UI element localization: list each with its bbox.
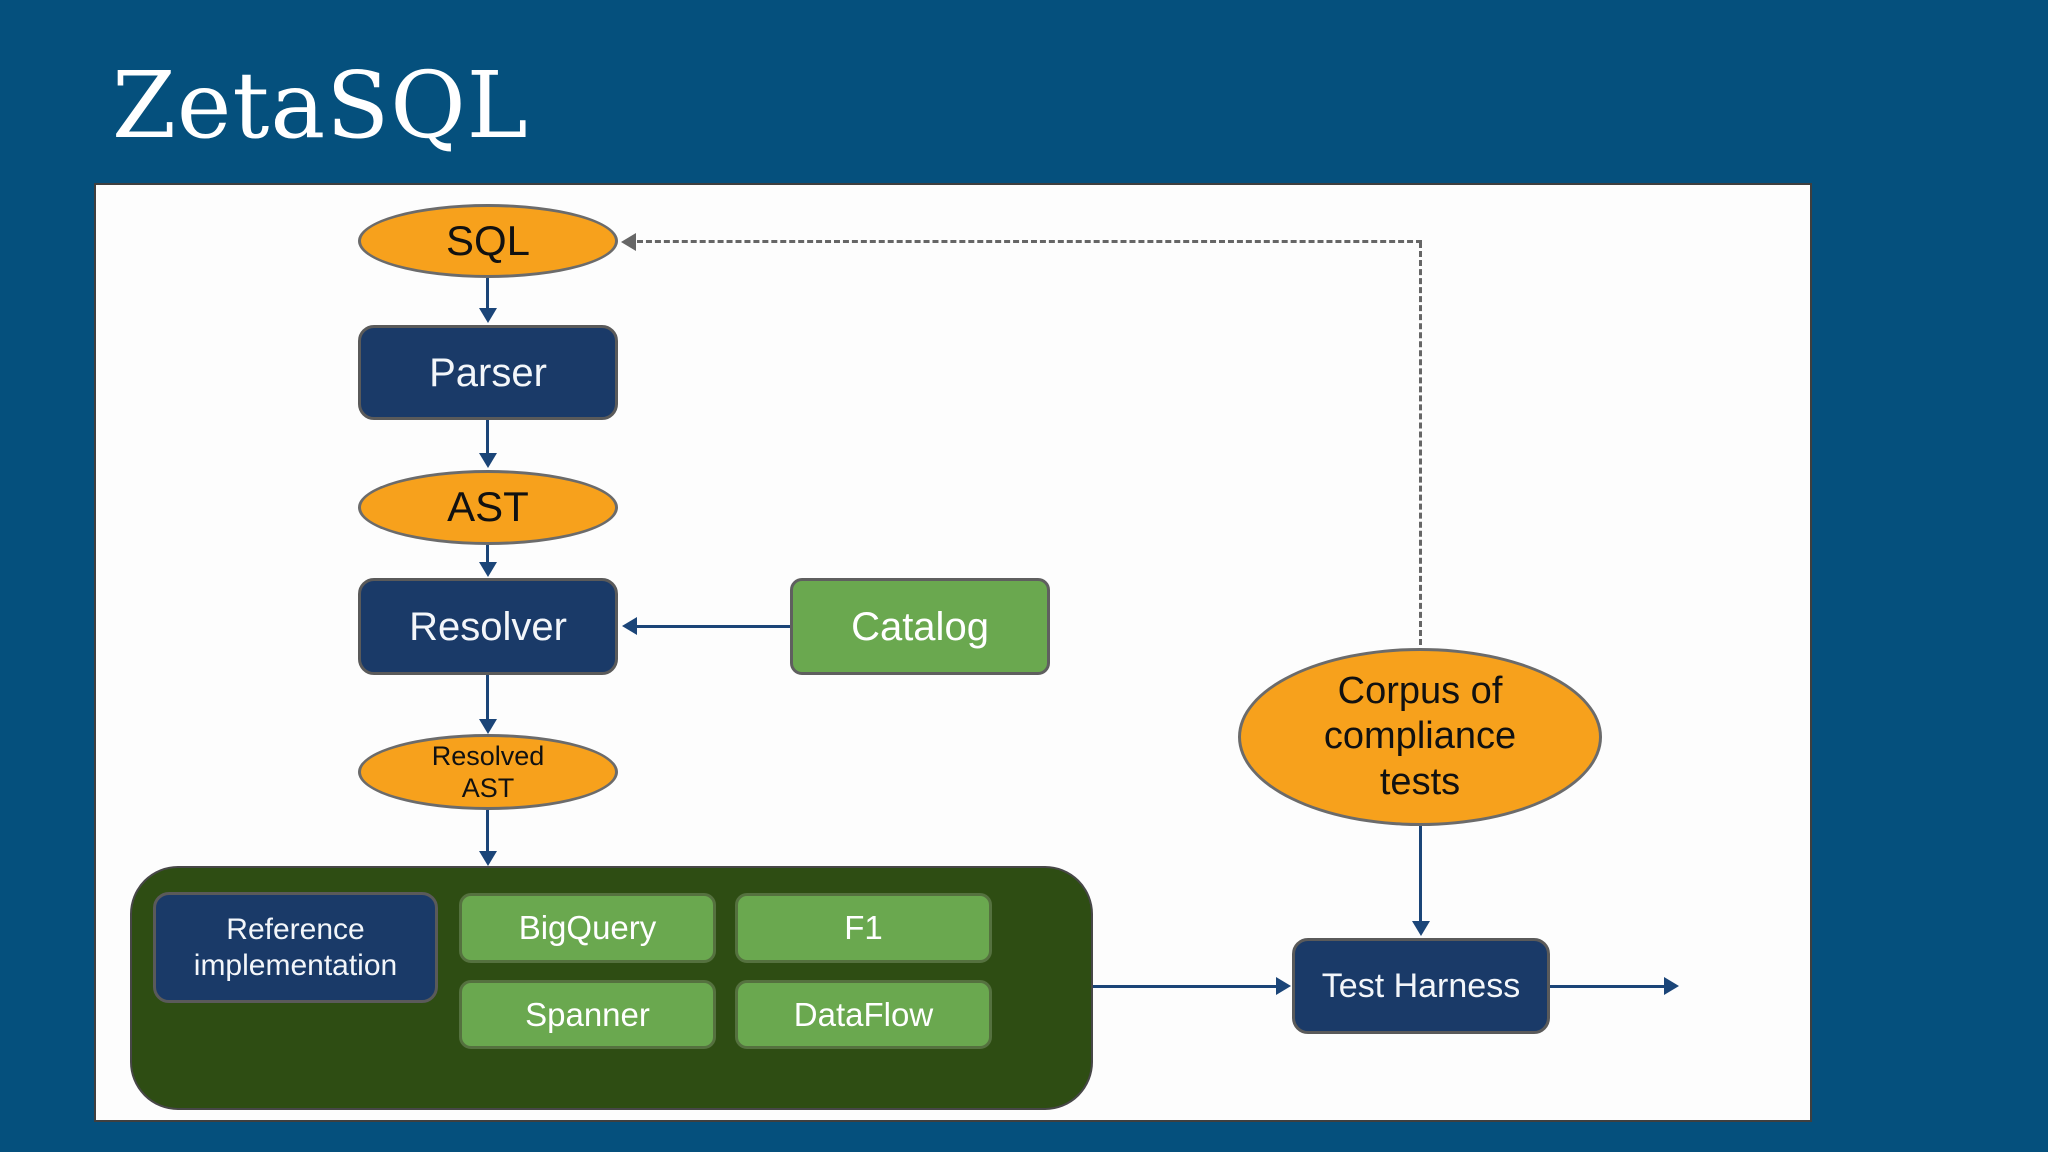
node-sql: SQL [358, 204, 618, 278]
edge-catalog-to-resolver [636, 625, 790, 628]
arrowhead-catalog-to-resolver [622, 617, 637, 635]
edge-corpus-to-test-harness [1419, 826, 1422, 922]
node-sql-label: SQL [445, 216, 531, 264]
edge-resolver-to-resolved-ast [486, 675, 489, 721]
node-dataflow-label: DataFlow [793, 995, 934, 1033]
arrowhead-corpus-to-test-harness [1412, 921, 1430, 936]
node-test-harness-label: Test Harness [1321, 966, 1521, 1005]
node-spanner-label: Spanner [525, 995, 650, 1033]
node-corpus-label: Corpus of compliance tests [1323, 669, 1517, 803]
slide-title: ZetaSQL [112, 52, 529, 159]
node-corpus: Corpus of compliance tests [1238, 648, 1602, 826]
arrowhead-corpus-to-sql [621, 233, 636, 251]
node-test-harness: Test Harness [1292, 938, 1550, 1034]
node-bigquery-label: BigQuery [518, 909, 657, 947]
arrowhead-resolver-to-resolved-ast [479, 719, 497, 734]
node-catalog: Catalog [790, 578, 1050, 675]
node-reference-implementation: Reference implementation [153, 892, 438, 1003]
node-parser-label: Parser [429, 350, 547, 395]
node-ast-label: AST [447, 483, 529, 531]
node-resolver: Resolver [358, 578, 618, 675]
arrowhead-test-harness-out [1664, 977, 1679, 995]
node-spanner: Spanner [459, 980, 716, 1049]
node-ast: AST [358, 470, 618, 545]
node-dataflow: DataFlow [735, 980, 992, 1049]
edge-resolved-ast-to-engines [486, 810, 489, 852]
node-resolved-ast-label: Resolved AST [431, 740, 545, 803]
arrowhead-parser-to-ast [479, 453, 497, 468]
edge-test-harness-out [1550, 985, 1666, 988]
arrowhead-ast-to-resolver [479, 562, 497, 577]
edge-corpus-to-sql-vertical [1419, 242, 1422, 645]
node-f1: F1 [735, 893, 992, 963]
node-bigquery: BigQuery [459, 893, 716, 963]
edge-engines-to-test-harness [1093, 985, 1276, 988]
edge-corpus-to-sql-horizontal [637, 240, 1422, 243]
edge-parser-to-ast [486, 420, 489, 455]
node-reference-implementation-label: Reference implementation [193, 912, 398, 982]
node-parser: Parser [358, 325, 618, 420]
arrowhead-resolved-ast-to-engines [479, 851, 497, 866]
edge-ast-to-resolver [486, 545, 489, 564]
node-resolved-ast: Resolved AST [358, 734, 618, 810]
edge-sql-to-parser [486, 278, 489, 310]
node-f1-label: F1 [844, 909, 883, 947]
arrowhead-sql-to-parser [479, 308, 497, 323]
arrowhead-engines-to-test-harness [1276, 977, 1291, 995]
node-catalog-label: Catalog [851, 604, 989, 649]
node-resolver-label: Resolver [409, 604, 567, 649]
